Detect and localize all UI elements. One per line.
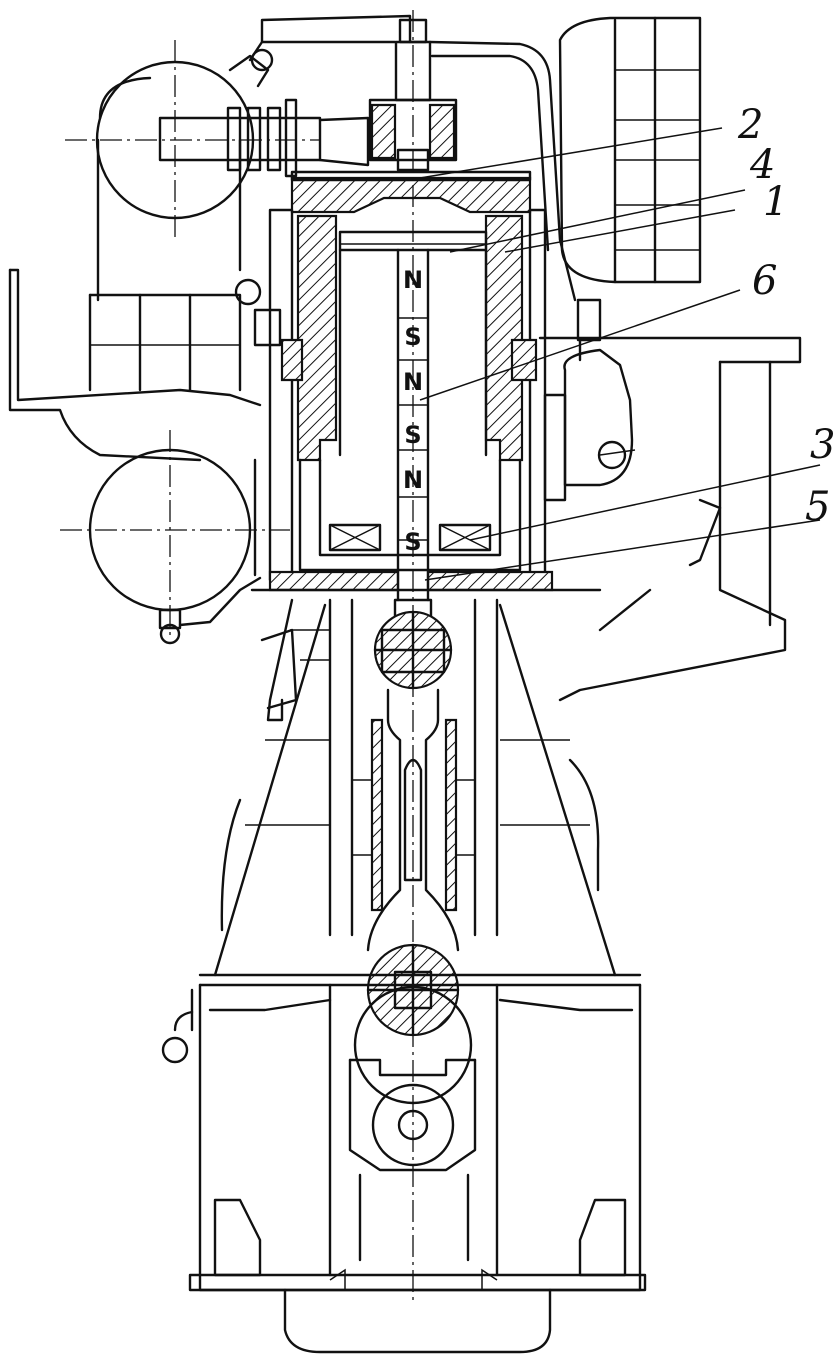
scavenge-air-frame <box>8 268 282 462</box>
turbocharger <box>65 40 370 302</box>
callout-labels: 2 4 1 6 3 5 <box>737 102 835 530</box>
bedplate <box>161 983 647 1354</box>
top-piping <box>248 14 577 302</box>
a-frame <box>198 598 642 987</box>
cylinder-assembly <box>250 170 602 592</box>
callout-1: 1 <box>763 179 788 225</box>
callout-leaders <box>419 127 821 581</box>
callout-6: 6 <box>752 258 777 304</box>
callout-2: 2 <box>737 102 763 148</box>
callout-5: 5 <box>805 484 830 530</box>
magnet-pole-6: S <box>404 528 421 556</box>
magnet-pole-5: N <box>403 466 423 494</box>
magnet-pole-4: S <box>404 421 421 449</box>
magnet-pole-1: N <box>403 266 423 294</box>
crosshead-connecting-rod <box>328 598 499 1105</box>
magnet-pole-2: S <box>404 323 421 351</box>
callout-3: 3 <box>810 422 835 468</box>
air-cooler <box>558 16 702 284</box>
callout-4: 4 <box>749 142 775 188</box>
fuel-pump-platform <box>538 298 802 702</box>
magnet-pole-3: N <box>403 368 423 396</box>
auxiliary-blower <box>60 430 290 645</box>
magnet-pole-labels: N S N S N S <box>403 266 423 556</box>
